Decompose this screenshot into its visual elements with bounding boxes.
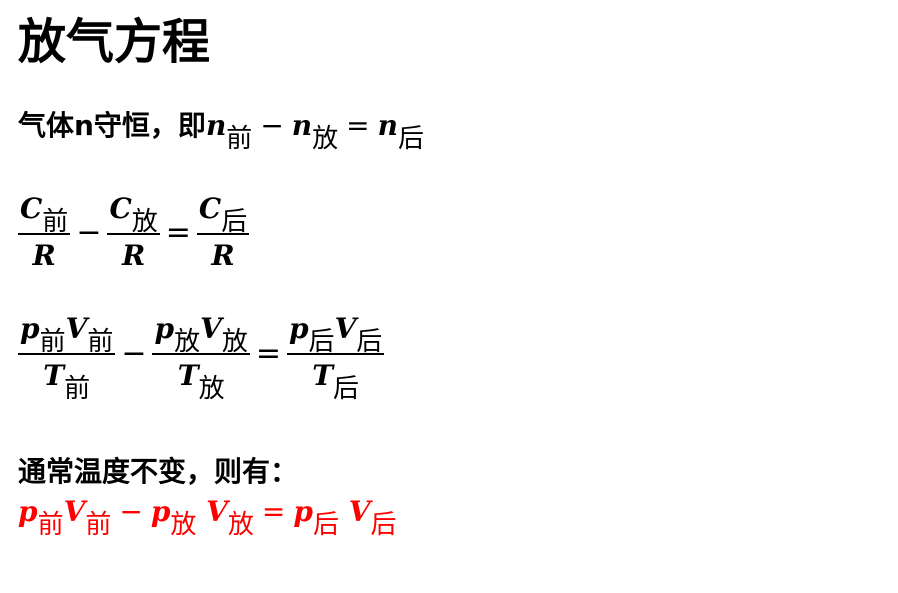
minus-sign: − (260, 109, 284, 142)
equals-sign: = (255, 335, 281, 371)
fraction-c-before: C前 R (18, 192, 71, 272)
conservation-statement: 气体n守恒，即n前−n放=n后 (18, 104, 424, 154)
equation-pv-over-t: p前V前 T前 − p放V放 T放 = p后V后 T后 (18, 310, 385, 404)
page-title: 放气方程 (18, 14, 211, 70)
equals-sign: = (346, 109, 370, 142)
pv-before: p前V前 (18, 495, 112, 540)
equals-sign: = (261, 495, 286, 528)
equation-pv-result: p前V前−p放 V放=p后 V后 (18, 492, 397, 540)
pv-after: p后 V后 (293, 495, 397, 540)
fraction-pvt-release: p放V放 T放 (152, 312, 250, 404)
fraction-c-release: C放 R (107, 192, 160, 272)
isothermal-note: 通常温度不变，则有： (18, 455, 299, 488)
fraction-c-after: C后 R (196, 192, 250, 272)
equals-sign: = (165, 215, 191, 250)
conservation-prefix: 气体n守恒，即 (18, 109, 206, 142)
n-before: n前 (205, 109, 253, 154)
pv-release: p放 V放 (150, 495, 254, 540)
fraction-pvt-after: p后V后 T后 (286, 312, 385, 404)
minus-sign: − (76, 215, 102, 250)
n-release: n放 (291, 109, 339, 154)
fraction-pvt-before: p前V前 T前 (18, 312, 116, 404)
minus-sign: − (119, 495, 143, 528)
minus-sign: − (121, 335, 147, 371)
n-after: n后 (377, 109, 424, 154)
equation-c-over-r: C前 R − C放 R = C后 R (18, 190, 250, 275)
